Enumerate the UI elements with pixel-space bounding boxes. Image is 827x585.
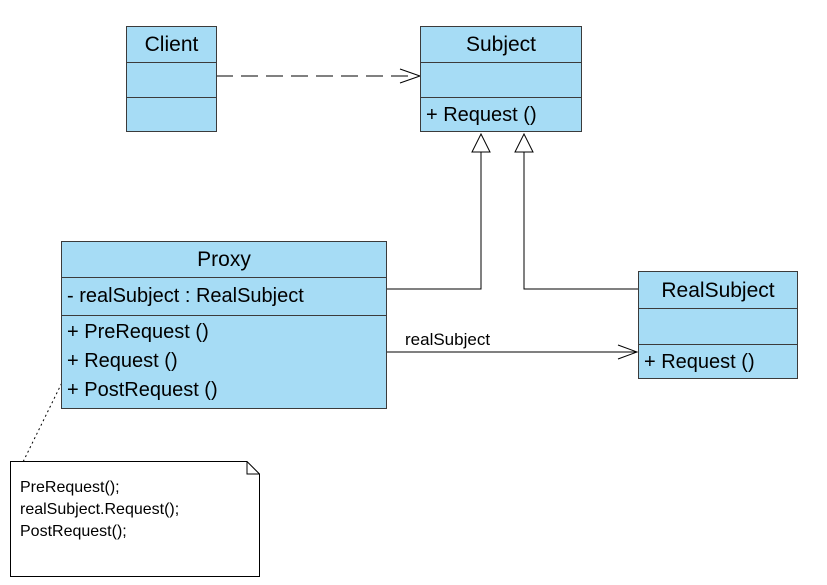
note-shape xyxy=(10,461,260,577)
operation: + Request () xyxy=(426,104,537,126)
class-realsubject[interactable]: RealSubject + Request () xyxy=(638,271,798,379)
class-client-operations xyxy=(127,97,216,131)
class-proxy-name: Proxy xyxy=(62,242,386,278)
note-line: PreRequest(); xyxy=(20,479,120,496)
class-client[interactable]: Client xyxy=(126,26,217,132)
operation: + PreRequest () xyxy=(67,321,209,343)
operation: + Request () xyxy=(644,351,755,373)
class-proxy[interactable]: Proxy - realSubject : RealSubject + PreR… xyxy=(61,241,387,409)
class-client-attributes xyxy=(127,63,216,97)
dependency-client-subject[interactable] xyxy=(216,68,422,84)
note-line: realSubject.Request(); xyxy=(20,501,180,518)
operation: + PostRequest () xyxy=(67,379,218,401)
attribute: - realSubject : RealSubject xyxy=(67,285,304,307)
class-client-name: Client xyxy=(127,27,216,63)
class-proxy-operations: + PreRequest () + Request () + PostReque… xyxy=(62,315,386,405)
generalization-realsubject-subject[interactable] xyxy=(514,132,638,290)
class-subject[interactable]: Subject + Request () xyxy=(420,26,582,132)
class-subject-name: Subject xyxy=(421,27,581,63)
class-realsubject-attributes xyxy=(639,309,797,344)
association-proxy-realsubject[interactable] xyxy=(387,344,639,360)
note-line: PostRequest(); xyxy=(20,523,127,540)
class-proxy-attributes: - realSubject : RealSubject xyxy=(62,278,386,315)
class-subject-operations: + Request () xyxy=(421,97,581,131)
note-text: PreRequest(); realSubject.Request(); Pos… xyxy=(20,477,179,543)
class-realsubject-name: RealSubject xyxy=(639,272,797,309)
class-realsubject-operations: + Request () xyxy=(639,344,797,379)
generalization-proxy-subject[interactable] xyxy=(387,132,491,290)
association-label: realSubject xyxy=(405,330,491,349)
note[interactable]: PreRequest(); realSubject.Request(); Pos… xyxy=(10,461,260,577)
class-subject-attributes xyxy=(421,63,581,97)
operation: + Request () xyxy=(67,350,178,372)
